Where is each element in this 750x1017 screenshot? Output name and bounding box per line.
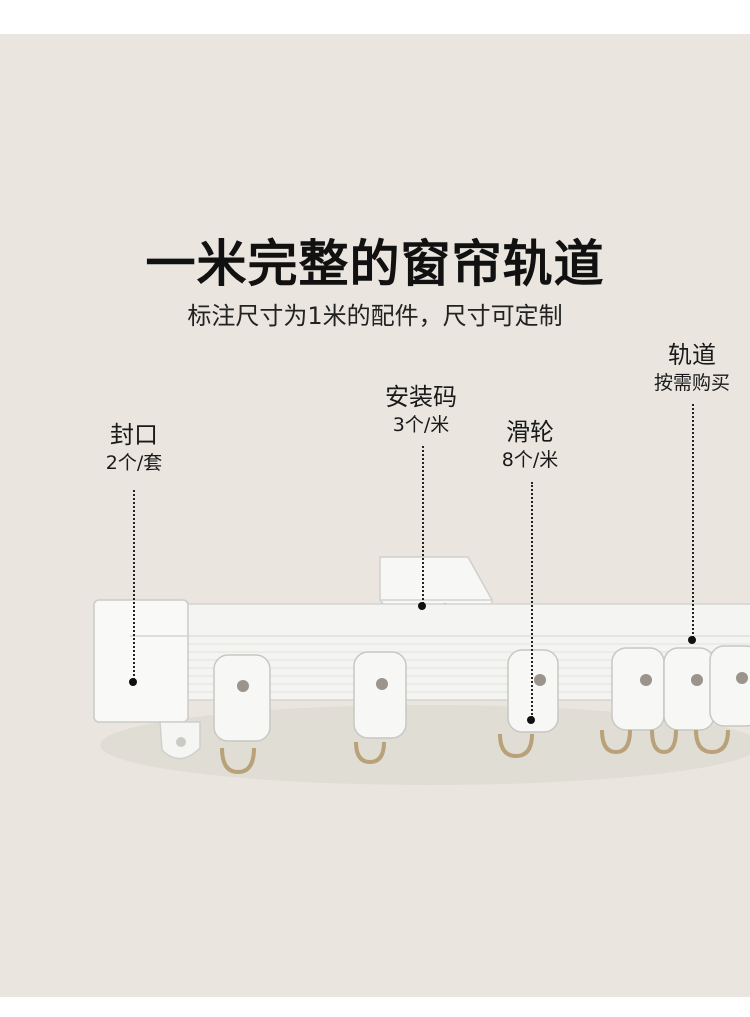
callout-track: 轨道 按需购买	[642, 340, 742, 396]
end-cap	[93, 599, 201, 760]
callout-end-cap: 封口 2个/套	[88, 420, 180, 476]
callout-pulley-qty: 8个/米	[501, 449, 559, 471]
callout-pulley-name: 滑轮	[506, 418, 554, 446]
page-title: 一米完整的窗帘轨道	[145, 235, 605, 293]
leader-line-track	[692, 404, 694, 638]
pulleys	[213, 645, 750, 742]
page-subtitle: 标注尺寸为1米的配件，尺寸可定制	[187, 302, 563, 330]
marker-dot-track	[688, 636, 696, 644]
leader-line-end-cap	[133, 490, 135, 680]
callout-bracket: 安装码 3个/米	[366, 382, 476, 438]
marker-dot-end-cap	[129, 678, 137, 686]
marker-dot-pulley	[527, 716, 535, 724]
callout-end-cap-qty: 2个/套	[105, 452, 163, 474]
callout-bracket-qty: 3个/米	[392, 414, 450, 436]
hook-rings	[220, 729, 730, 775]
wall-background	[0, 34, 750, 997]
callout-pulley: 滑轮 8个/米	[480, 417, 580, 473]
leader-line-bracket	[422, 446, 424, 604]
callout-bracket-name: 安装码	[385, 383, 457, 411]
curtain-track-photo	[93, 556, 750, 785]
marker-dot-bracket	[418, 602, 426, 610]
callout-track-name: 轨道	[668, 341, 716, 369]
pulley-screws	[237, 672, 748, 692]
callout-end-cap-name: 封口	[110, 421, 158, 449]
leader-line-pulley	[531, 482, 533, 718]
callout-track-qty: 按需购买	[653, 372, 730, 394]
